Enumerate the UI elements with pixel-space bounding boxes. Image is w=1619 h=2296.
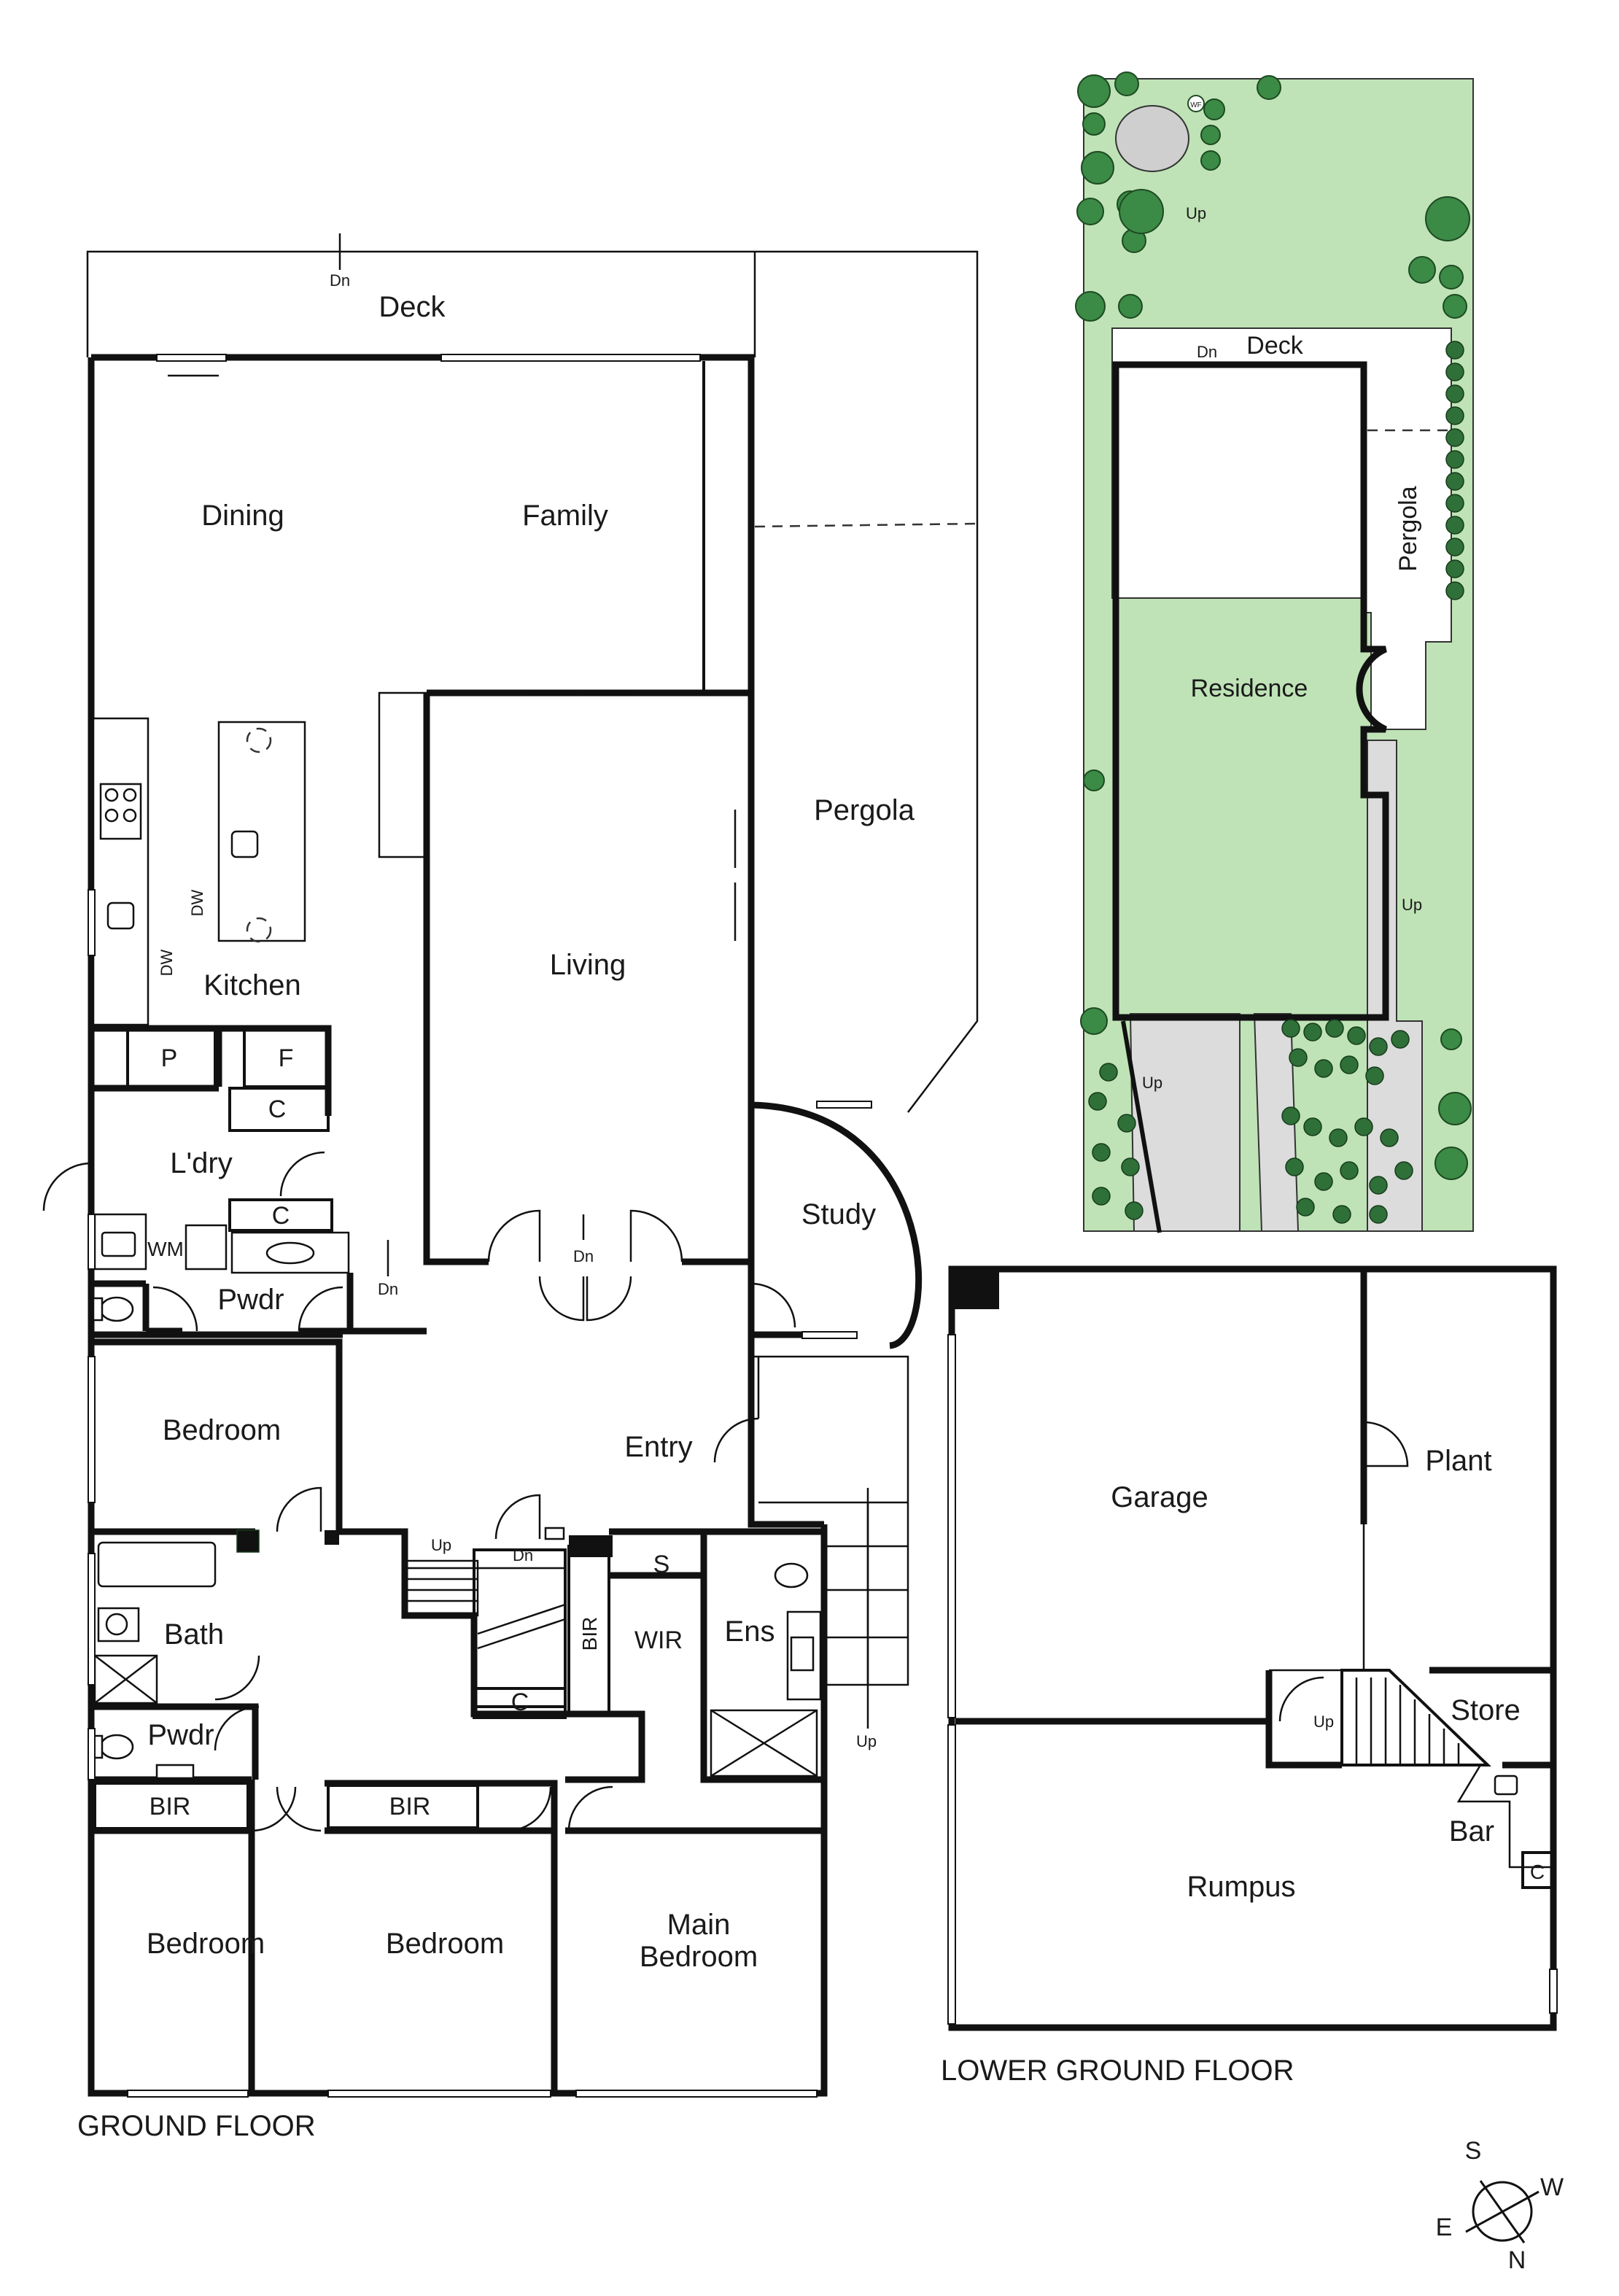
ground-floor-labels: Deck Dining Family Kitchen Living Pergol…: [77, 233, 915, 2142]
deck-outline: [86, 250, 979, 1113]
stair-treads: [405, 1567, 566, 1650]
cupboard-label: C: [511, 1688, 529, 1716]
site-pergola-label: Pergola: [1394, 486, 1422, 571]
compass-west: W: [1540, 2173, 1564, 2201]
kitchen-label: Kitchen: [203, 969, 300, 1001]
hedge-row: [1445, 341, 1464, 600]
site-down-label: Dn: [1197, 343, 1217, 361]
site-up-label: Up: [1142, 1074, 1162, 1092]
ensuite-label: Ens: [725, 1616, 775, 1648]
bedroom-label: Bedroom: [147, 1928, 265, 1960]
main-bedroom-label: Main: [667, 1909, 731, 1941]
pantry: [126, 1027, 217, 1088]
down-label: Dn: [573, 1247, 594, 1265]
wir-label: WIR: [634, 1626, 683, 1654]
bir-cupboard: [327, 1784, 479, 1829]
bar-label: Bar: [1449, 1815, 1494, 1847]
ground-floor-title: GROUND FLOOR: [77, 2110, 316, 2142]
site-up-label: Up: [1186, 204, 1206, 222]
bir-label: BIR: [389, 1793, 431, 1820]
ground-floor-plan: [42, 250, 979, 2098]
down-label: Dn: [330, 271, 350, 290]
island-sink: [230, 830, 259, 858]
bir-label: BIR: [150, 1793, 191, 1820]
up-label: Up: [431, 1536, 451, 1554]
bathtub: [97, 1541, 217, 1588]
bedroom-label: Bedroom: [386, 1928, 504, 1960]
residence-label: Residence: [1191, 675, 1308, 702]
compass: S W E N: [1436, 2137, 1564, 2274]
site-deck-label: Deck: [1246, 332, 1303, 360]
up-label: Up: [856, 1732, 877, 1750]
rumpus-label: Rumpus: [1187, 1871, 1296, 1903]
plant-label: Plant: [1425, 1445, 1491, 1477]
living-label: Living: [550, 949, 626, 981]
deck-label: Deck: [378, 291, 446, 323]
cupboard-label: C: [268, 1095, 287, 1123]
compass-north: N: [1508, 2246, 1526, 2274]
sink: [106, 901, 135, 930]
garage-label: Garage: [1111, 1481, 1208, 1513]
lower-stairs: [1340, 1669, 1491, 1766]
lower-ground-floor-plan: Garage Plant Store Bar Rumpus C Up LOWER…: [941, 1265, 1558, 2087]
laundry-label: L'dry: [170, 1147, 232, 1179]
pantry-label: P: [161, 1044, 178, 1072]
site-up-label: Up: [1402, 896, 1422, 914]
bir-cupboard: [93, 1782, 249, 1830]
bedroom-label: Bedroom: [163, 1414, 281, 1446]
powder-label: Pwdr: [147, 1719, 214, 1751]
bir-label: BIR: [578, 1617, 601, 1651]
lower-ground-floor-title: LOWER GROUND FLOOR: [941, 2055, 1294, 2087]
dishwasher-label: DW: [158, 949, 176, 976]
cupboard: [228, 1087, 330, 1132]
store-label: Store: [1451, 1694, 1521, 1726]
bath-label: Bath: [164, 1618, 224, 1651]
window: [440, 354, 701, 362]
shelf-label: S: [653, 1551, 670, 1578]
tree-group: [1075, 71, 1472, 1180]
compass-south: S: [1465, 2137, 1482, 2165]
kitchen-bench: [92, 717, 150, 1026]
entry-label: Entry: [624, 1431, 692, 1463]
water-feature-label: WF: [1190, 101, 1202, 109]
study-label: Study: [801, 1198, 876, 1230]
down-label: Dn: [513, 1546, 533, 1564]
down-label: Dn: [378, 1280, 398, 1298]
window: [156, 354, 227, 362]
cupboard-label: C: [1530, 1861, 1545, 1883]
pergola-label: Pergola: [814, 794, 915, 826]
cupboard-label: C: [272, 1202, 290, 1230]
garden-bed: [1088, 1019, 1413, 1224]
family-label: Family: [522, 500, 608, 532]
main-bedroom-label: Bedroom: [640, 1941, 758, 1973]
kitchen-island: [217, 721, 306, 942]
washing-machine-label: WM: [147, 1238, 184, 1260]
dining-label: Dining: [201, 500, 284, 532]
dishwasher-label: DW: [188, 889, 206, 916]
fridge-label: F: [279, 1044, 294, 1072]
residence-outline: [1112, 361, 1389, 1021]
compass-east: E: [1436, 2214, 1453, 2241]
site-plan: Residence Deck Pergola Dn Up Up Up WF: [1075, 71, 1474, 1233]
up-label: Up: [1313, 1713, 1334, 1731]
powder-label: Pwdr: [217, 1284, 284, 1316]
